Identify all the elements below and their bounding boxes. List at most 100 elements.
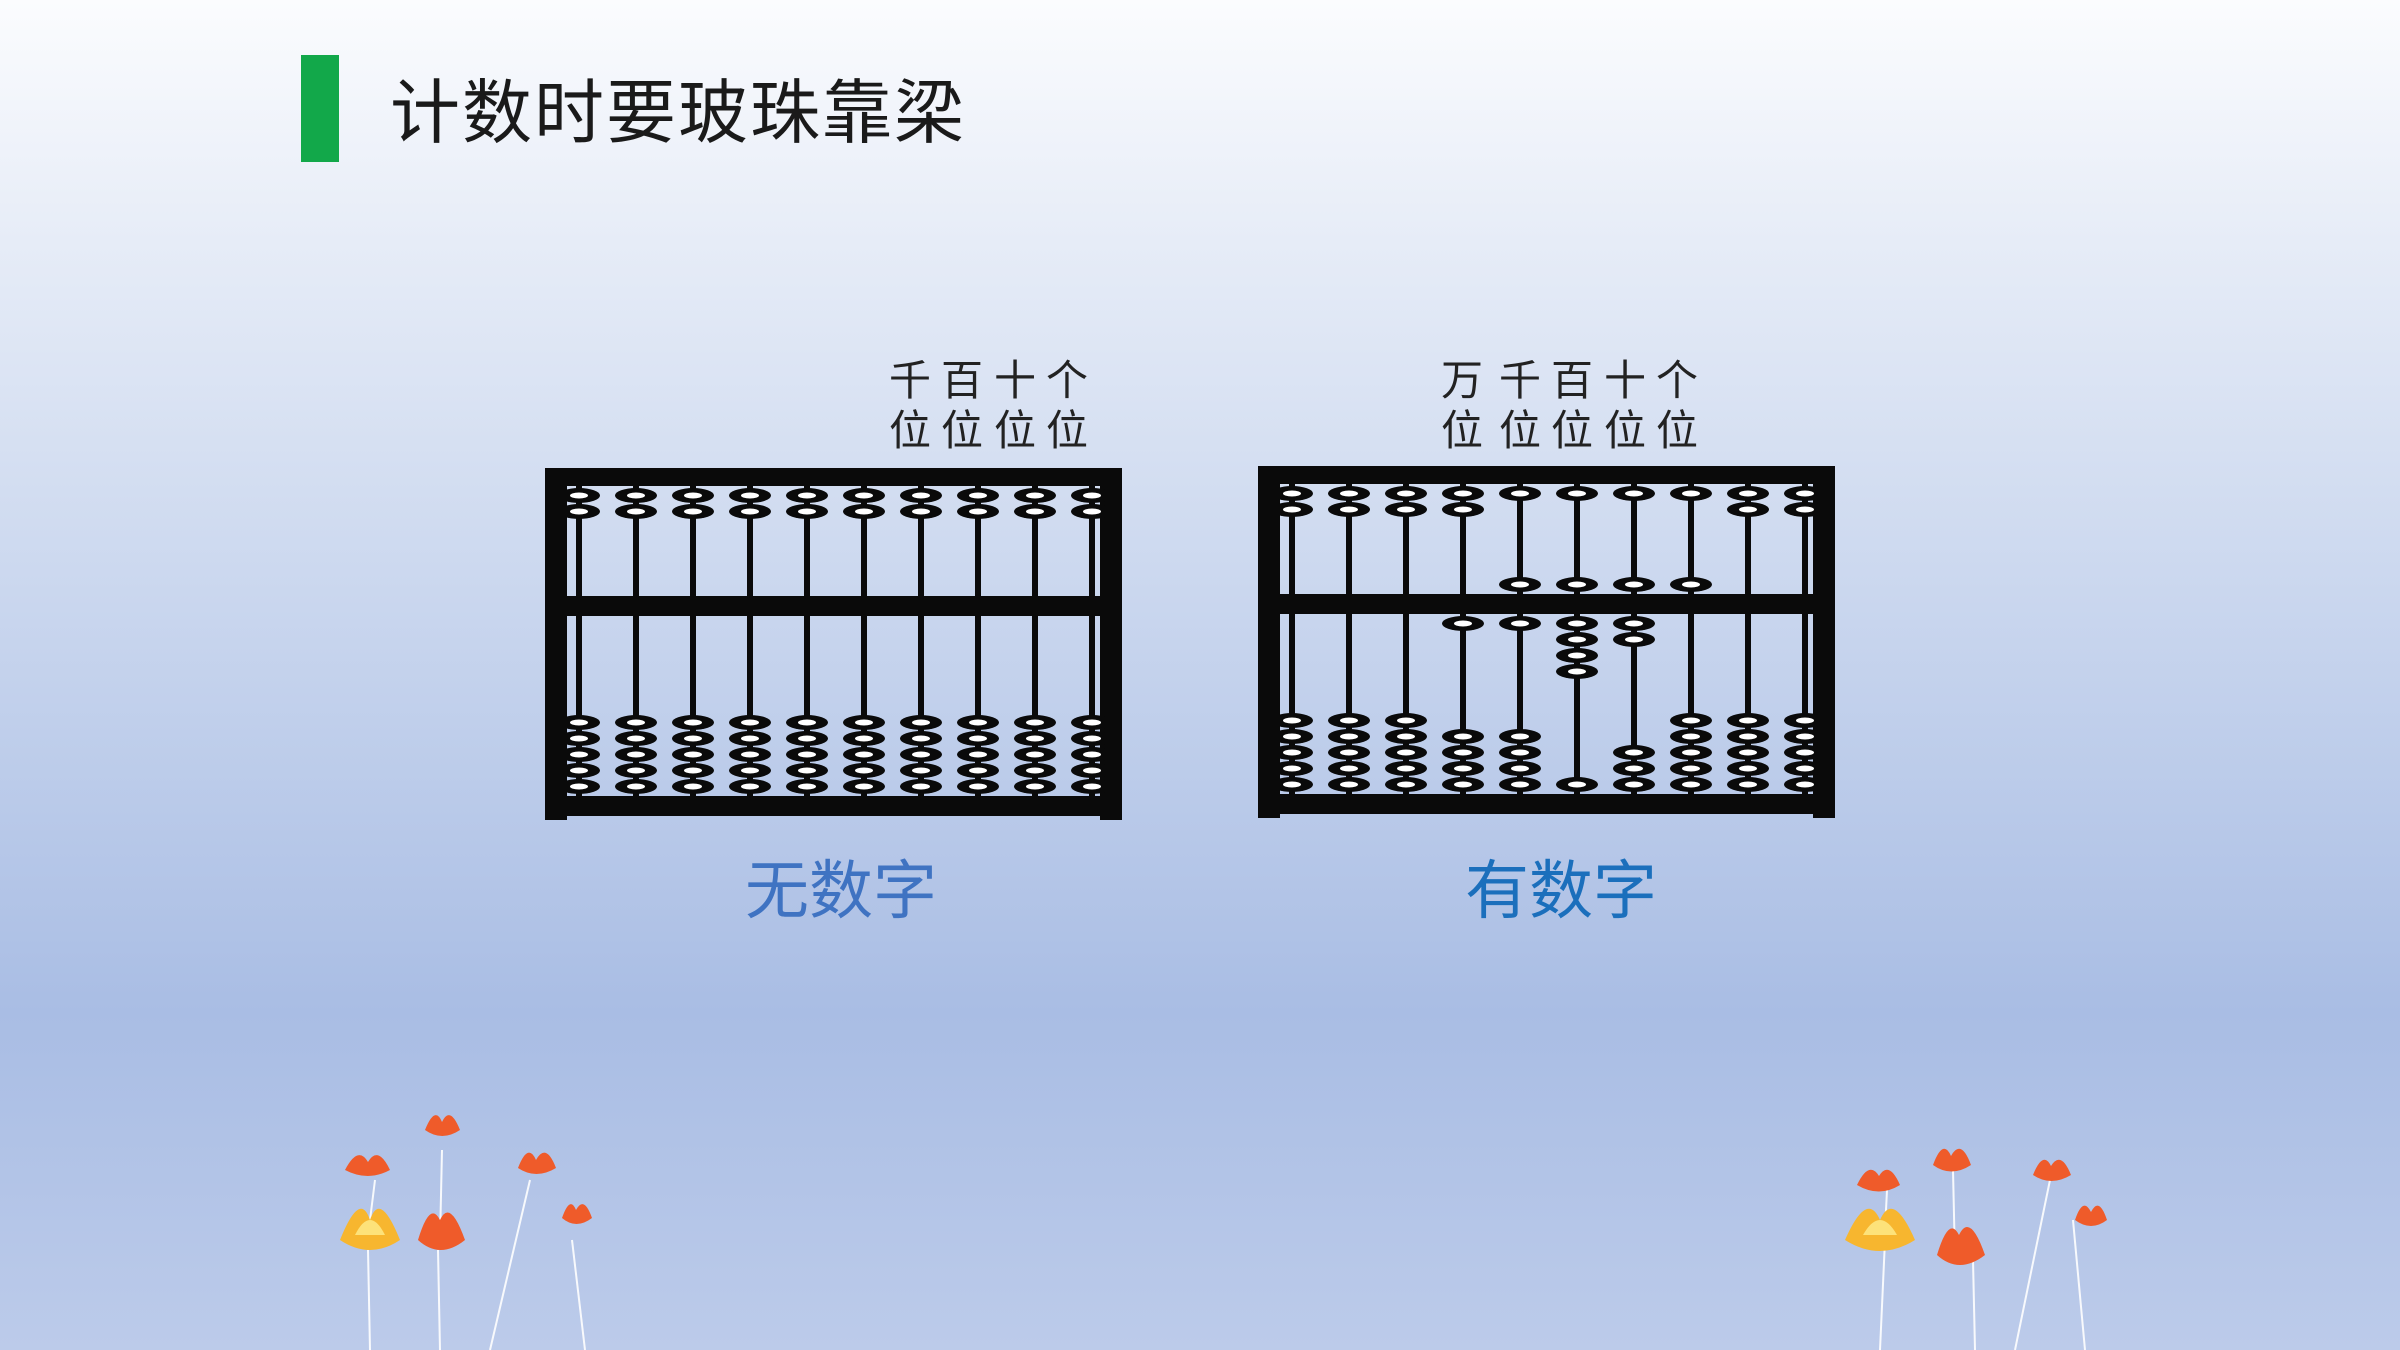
bead-highlight bbox=[1083, 735, 1101, 742]
bead-highlight bbox=[684, 508, 702, 515]
bead-highlight bbox=[1568, 620, 1586, 627]
bead-highlight bbox=[1625, 765, 1643, 772]
bead-highlight bbox=[1340, 749, 1358, 756]
bead-highlight bbox=[912, 735, 930, 742]
bead-highlight bbox=[684, 492, 702, 499]
bead-highlight bbox=[798, 767, 816, 774]
bead-highlight bbox=[1511, 620, 1529, 627]
bead-highlight bbox=[1026, 735, 1044, 742]
bead-highlight bbox=[684, 767, 702, 774]
place-label-top: 百 bbox=[1550, 356, 1593, 405]
place-label-bottom: 位 bbox=[940, 406, 983, 455]
bead-highlight bbox=[570, 751, 588, 758]
bead-highlight bbox=[798, 508, 816, 515]
bead-highlight bbox=[912, 719, 930, 726]
bead-highlight bbox=[1739, 749, 1757, 756]
bead-highlight bbox=[969, 508, 987, 515]
abacus-rod bbox=[918, 486, 924, 796]
abacus-with-digits bbox=[1258, 466, 1835, 818]
frame-left-post bbox=[1258, 466, 1280, 818]
bead-highlight bbox=[912, 751, 930, 758]
bead-highlight bbox=[1454, 506, 1472, 513]
bead-highlight bbox=[798, 492, 816, 499]
place-label: 十位 bbox=[1600, 360, 1650, 460]
bead-highlight bbox=[912, 767, 930, 774]
bead-highlight bbox=[1283, 749, 1301, 756]
bead-highlight bbox=[912, 783, 930, 790]
frame-top-bar bbox=[545, 468, 1122, 486]
place-label-bottom: 位 bbox=[1655, 406, 1698, 455]
bead-highlight bbox=[1340, 490, 1358, 497]
place-label-top: 十 bbox=[1603, 356, 1646, 405]
bead-highlight bbox=[1397, 765, 1415, 772]
bead-highlight bbox=[570, 492, 588, 499]
bead-highlight bbox=[1454, 733, 1472, 740]
bead-highlight bbox=[570, 783, 588, 790]
bead-highlight bbox=[570, 719, 588, 726]
bead-highlight bbox=[627, 492, 645, 499]
bead-highlight bbox=[741, 783, 759, 790]
abacus-rod bbox=[633, 486, 639, 796]
place-label-top: 十 bbox=[993, 356, 1036, 405]
bead-highlight bbox=[684, 735, 702, 742]
frame-right-post bbox=[1100, 468, 1122, 820]
bead-highlight bbox=[1083, 751, 1101, 758]
bead-highlight bbox=[1682, 733, 1700, 740]
abacus-beam bbox=[567, 596, 1100, 616]
bead-highlight bbox=[1796, 506, 1814, 513]
place-label: 万位 bbox=[1437, 360, 1487, 460]
bead-highlight bbox=[1682, 749, 1700, 756]
bead-highlight bbox=[741, 735, 759, 742]
bead-highlight bbox=[969, 767, 987, 774]
bead-highlight bbox=[1511, 581, 1529, 588]
bead-highlight bbox=[684, 719, 702, 726]
abacus-rod bbox=[747, 486, 753, 796]
bead-highlight bbox=[1568, 490, 1586, 497]
left-place-labels: 千位百位十位个位 bbox=[885, 360, 1105, 460]
bead-highlight bbox=[1682, 765, 1700, 772]
bead-highlight bbox=[855, 492, 873, 499]
bead-highlight bbox=[1454, 620, 1472, 627]
abacus-rod bbox=[1745, 484, 1751, 794]
bead-highlight bbox=[1283, 490, 1301, 497]
bead-highlight bbox=[684, 783, 702, 790]
place-label-top: 个 bbox=[1655, 356, 1698, 405]
bead-highlight bbox=[1283, 506, 1301, 513]
abacus-rod bbox=[804, 486, 810, 796]
place-label-top: 百 bbox=[940, 356, 983, 405]
bead-highlight bbox=[855, 508, 873, 515]
place-label-top: 万 bbox=[1440, 356, 1483, 405]
bead-highlight bbox=[855, 719, 873, 726]
bead-highlight bbox=[855, 735, 873, 742]
abacus-rod bbox=[1517, 484, 1523, 794]
bead-highlight bbox=[1511, 765, 1529, 772]
bead-highlight bbox=[1682, 717, 1700, 724]
bead-highlight bbox=[1796, 749, 1814, 756]
bead-highlight bbox=[570, 735, 588, 742]
bead-highlight bbox=[741, 508, 759, 515]
place-label: 个位 bbox=[1042, 360, 1092, 460]
bead-highlight bbox=[627, 719, 645, 726]
right-place-labels: 万位千位百位十位个位 bbox=[1437, 360, 1717, 460]
abacus-rod bbox=[975, 486, 981, 796]
bead-highlight bbox=[1026, 508, 1044, 515]
bead-highlight bbox=[1083, 719, 1101, 726]
bead-highlight bbox=[1340, 506, 1358, 513]
title-accent-bar bbox=[301, 55, 339, 162]
bead-highlight bbox=[627, 508, 645, 515]
bead-highlight bbox=[1568, 636, 1586, 643]
bead-highlight bbox=[1511, 733, 1529, 740]
place-label: 千位 bbox=[885, 360, 935, 460]
bead-highlight bbox=[1625, 781, 1643, 788]
bead-highlight bbox=[1796, 717, 1814, 724]
bead-highlight bbox=[1625, 490, 1643, 497]
bead-highlight bbox=[1397, 749, 1415, 756]
bead-highlight bbox=[1568, 652, 1586, 659]
bead-highlight bbox=[969, 735, 987, 742]
bead-highlight bbox=[1796, 733, 1814, 740]
bead-highlight bbox=[855, 783, 873, 790]
frame-bottom-bar bbox=[1258, 794, 1835, 814]
bead-highlight bbox=[1625, 749, 1643, 756]
bead-highlight bbox=[1340, 733, 1358, 740]
bead-highlight bbox=[969, 719, 987, 726]
